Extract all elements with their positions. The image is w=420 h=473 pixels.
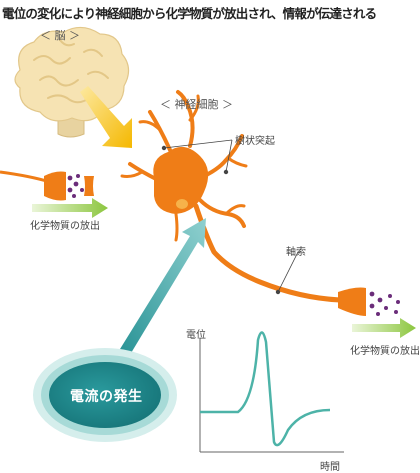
dendrite-label: 樹状突起 xyxy=(235,136,275,147)
current-arrow xyxy=(112,218,206,370)
release-arrow-right xyxy=(352,318,416,338)
release-label-right: 化学物質の放出 xyxy=(350,346,420,357)
postsynaptic-left xyxy=(84,176,94,196)
graph-ylabel: 電位 xyxy=(186,330,206,341)
neuron-cell xyxy=(120,90,343,303)
release-label-left: 化学物質の放出 xyxy=(30,221,100,232)
current-bubble xyxy=(33,348,177,442)
brain-illustration xyxy=(14,26,130,138)
label-leaders xyxy=(161,139,299,295)
release-arrow-left xyxy=(32,198,108,218)
potential-graph xyxy=(199,331,344,453)
chemical-dots-left xyxy=(67,174,90,198)
neuron-label: ＜ 神経細胞 ＞ xyxy=(160,98,233,111)
incoming-axon xyxy=(0,170,66,201)
chemical-dots-right xyxy=(369,291,400,316)
current-label: 電流の発生 xyxy=(70,389,143,405)
brain-label: ＜ 脳 ＞ xyxy=(40,29,80,42)
axon-label: 軸索 xyxy=(286,247,306,258)
axon-terminal xyxy=(338,287,366,316)
graph-xlabel: 時間 xyxy=(320,462,340,473)
nucleus xyxy=(176,199,188,209)
signal-arrow xyxy=(80,86,132,148)
page-title: 電位の変化により神経細胞から化学物質が放出され、情報が伝達される xyxy=(2,6,377,21)
neuron-soma xyxy=(153,146,209,214)
